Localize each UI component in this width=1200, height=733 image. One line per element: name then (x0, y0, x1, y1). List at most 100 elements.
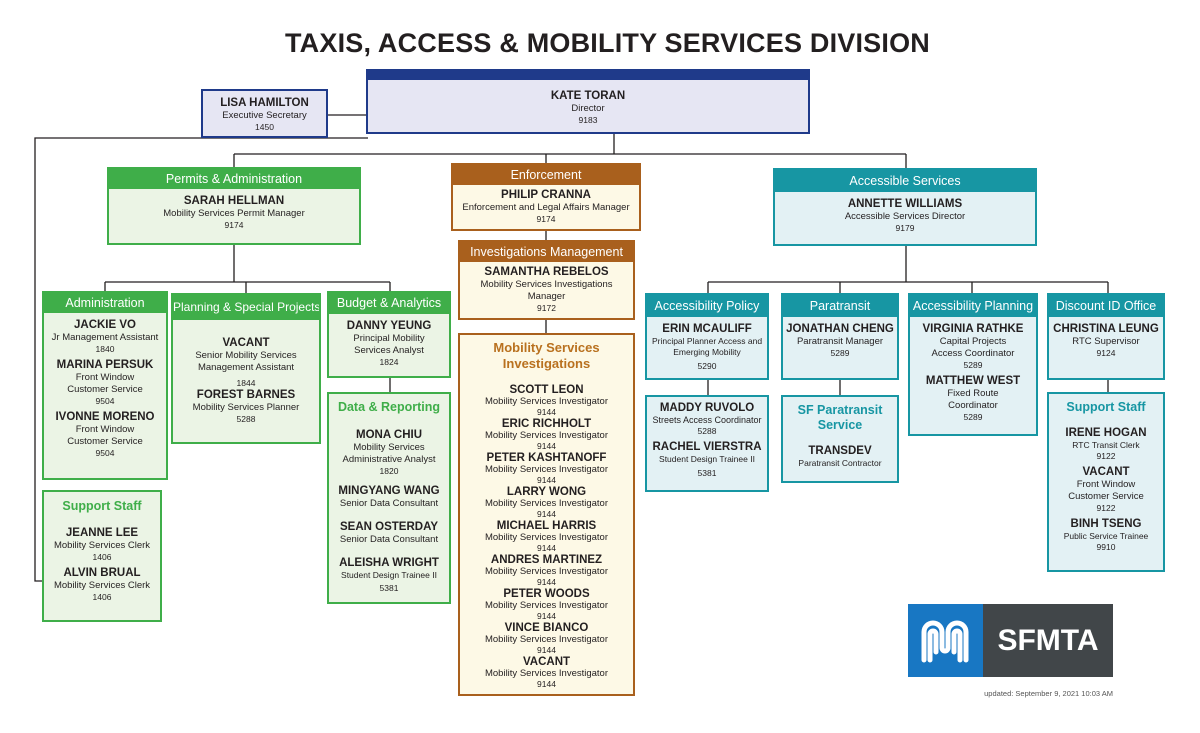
person-name: IRENE HOGAN (1065, 427, 1147, 439)
person-number: 9504 (95, 448, 115, 458)
person-title: Mobility Services Investigator (484, 634, 609, 645)
administration-box: Administration JACKIE VO Jr Management A… (42, 291, 168, 480)
person-title: Mobility Services Investigator (484, 566, 609, 577)
person-name: JEANNE LEE (65, 527, 139, 539)
enforcement-manager-name: PHILIP CRANNA (501, 189, 591, 201)
investigations-manager-title: Mobility Services Investigations Manager (480, 279, 613, 302)
person-name: RACHEL VIERSTRA (652, 441, 762, 453)
person-number: 5288 (697, 426, 717, 436)
person-title: Capital Projects Access Coordinator (931, 336, 1015, 359)
person-name: VIRGINIA RATHKE (922, 323, 1024, 335)
director-box: KATE TORAN Director 9183 (366, 69, 810, 134)
person-title: Mobility Services Investigator (484, 464, 609, 475)
budget-box: Budget & Analytics DANNY YEUNG Principal… (327, 291, 451, 378)
sfmta-logo: SFMTA (908, 604, 1113, 677)
planning-box: Planning & Special Projects VACANT Senio… (171, 293, 321, 444)
accessible-services-header: Accessible Services (775, 170, 1035, 192)
person-name: IVONNE MORENO (55, 411, 155, 423)
updated-timestamp: updated: September 9, 2021 10:03 AM (984, 689, 1113, 698)
person-number: 5289 (963, 360, 983, 370)
person-number: 9144 (537, 645, 556, 655)
exec-number: 1450 (255, 122, 274, 132)
person-title: Paratransit Manager (796, 336, 884, 347)
person-title: Front Window Customer Service (67, 372, 143, 395)
msi-box: Mobility Services Investigations SCOTT L… (458, 333, 635, 696)
person-name: VACANT (522, 656, 571, 668)
person-name: MONA CHIU (355, 429, 422, 441)
accessible-director-title: Accessible Services Director (844, 211, 966, 222)
investigations-manager-number: 9172 (537, 303, 556, 313)
person-name: VACANT (1082, 466, 1130, 478)
person-title: Mobility Services Administrative Analyst (342, 442, 436, 465)
person-number: 9504 (95, 396, 115, 406)
acc-planning-header: Accessibility Planning (910, 295, 1036, 317)
investigations-mgmt-box: Investigations Management SAMANTHA REBEL… (458, 240, 635, 320)
person-name: CHRISTINA LEUNG (1053, 323, 1159, 335)
sf-paratransit-box: SF Paratransit Service TRANSDEV Paratran… (781, 395, 899, 483)
person-title: Mobility Services Clerk (53, 580, 151, 591)
person-number: 9144 (537, 509, 556, 519)
person-number: 1824 (379, 357, 399, 367)
person-name: JACKIE VO (74, 319, 136, 331)
person-name: VACANT (222, 337, 270, 349)
director-title: Director (571, 103, 605, 114)
sf-paratransit-header: SF Paratransit Service (797, 403, 883, 432)
person-number: 1406 (92, 552, 112, 562)
data-reporting-box: Data & Reporting MONA CHIU Mobility Serv… (327, 392, 451, 604)
permits-admin-header: Permits & Administration (109, 169, 359, 189)
person-number: 1840 (95, 344, 115, 354)
discount-id-box: Discount ID Office CHRISTINA LEUNG RTC S… (1047, 293, 1165, 380)
accessible-director-number: 9179 (895, 223, 915, 233)
msi-investigator-list: SCOTT LEON Mobility Services Investigator… (460, 384, 633, 689)
person-name: SCOTT LEON (509, 384, 584, 396)
person-number: 9144 (537, 441, 556, 451)
person-title: Mobility Services Planner (192, 402, 300, 413)
person-name: BINH TSENG (1070, 518, 1142, 530)
person-title: Senior Data Consultant (339, 498, 439, 509)
person-title: Senior Data Consultant (339, 534, 439, 545)
exec-title: Executive Secretary (222, 110, 307, 121)
person-number: 5289 (963, 412, 983, 422)
enforcement-box: Enforcement PHILIP CRANNA Enforcement an… (451, 163, 641, 231)
paratransit-header: Paratransit (783, 295, 897, 317)
person-name: VINCE BIANCO (504, 622, 589, 634)
person-number: 9144 (537, 407, 556, 417)
person-title: Principal Mobility Services Analyst (353, 333, 425, 356)
person-name: FOREST BARNES (196, 389, 296, 401)
person-title: Jr Management Assistant (51, 332, 159, 343)
acc-policy-box: Accessibility Policy ERIN MCAULIFF Princ… (645, 293, 769, 380)
person-title: Senior Mobility Services Management Assi… (195, 350, 297, 373)
page-title: TAXIS, ACCESS & MOBILITY SERVICES DIVISI… (284, 28, 930, 58)
person-number: 5288 (236, 414, 256, 424)
person-title: Student Design Trainee II (341, 570, 437, 580)
person-name: ALVIN BRUAL (63, 567, 141, 579)
person-name: PETER WOODS (503, 588, 590, 600)
director-name: KATE TORAN (550, 90, 626, 102)
enforcement-manager-title: Enforcement and Legal Affairs Manager (462, 202, 630, 213)
person-title: Mobility Services Clerk (53, 540, 151, 551)
person-name: MADDY RUVOLO (659, 402, 755, 414)
support-staff-left-header: Support Staff (62, 499, 142, 513)
person-name: TRANSDEV (808, 445, 872, 457)
person-number: 9144 (537, 543, 556, 553)
person-name: MICHAEL HARRIS (496, 520, 597, 532)
person-title: Streets Access Coordinator (652, 415, 762, 425)
msi-header: Mobility Services Investigations (493, 340, 600, 371)
acc-planning-box: Accessibility Planning VIRGINIA RATHKE C… (908, 293, 1038, 436)
person-name: DANNY YEUNG (346, 320, 432, 332)
sfmta-wordmark: SFMTA (983, 604, 1113, 677)
person-number: 9144 (537, 577, 556, 587)
person-number: 1844 (236, 378, 256, 388)
person-name: ALEISHA WRIGHT (339, 557, 439, 569)
person-number: 9910 (1096, 542, 1116, 552)
person-number: 9144 (537, 611, 556, 621)
paratransit-box: Paratransit JONATHAN CHENG Paratransit M… (781, 293, 899, 380)
